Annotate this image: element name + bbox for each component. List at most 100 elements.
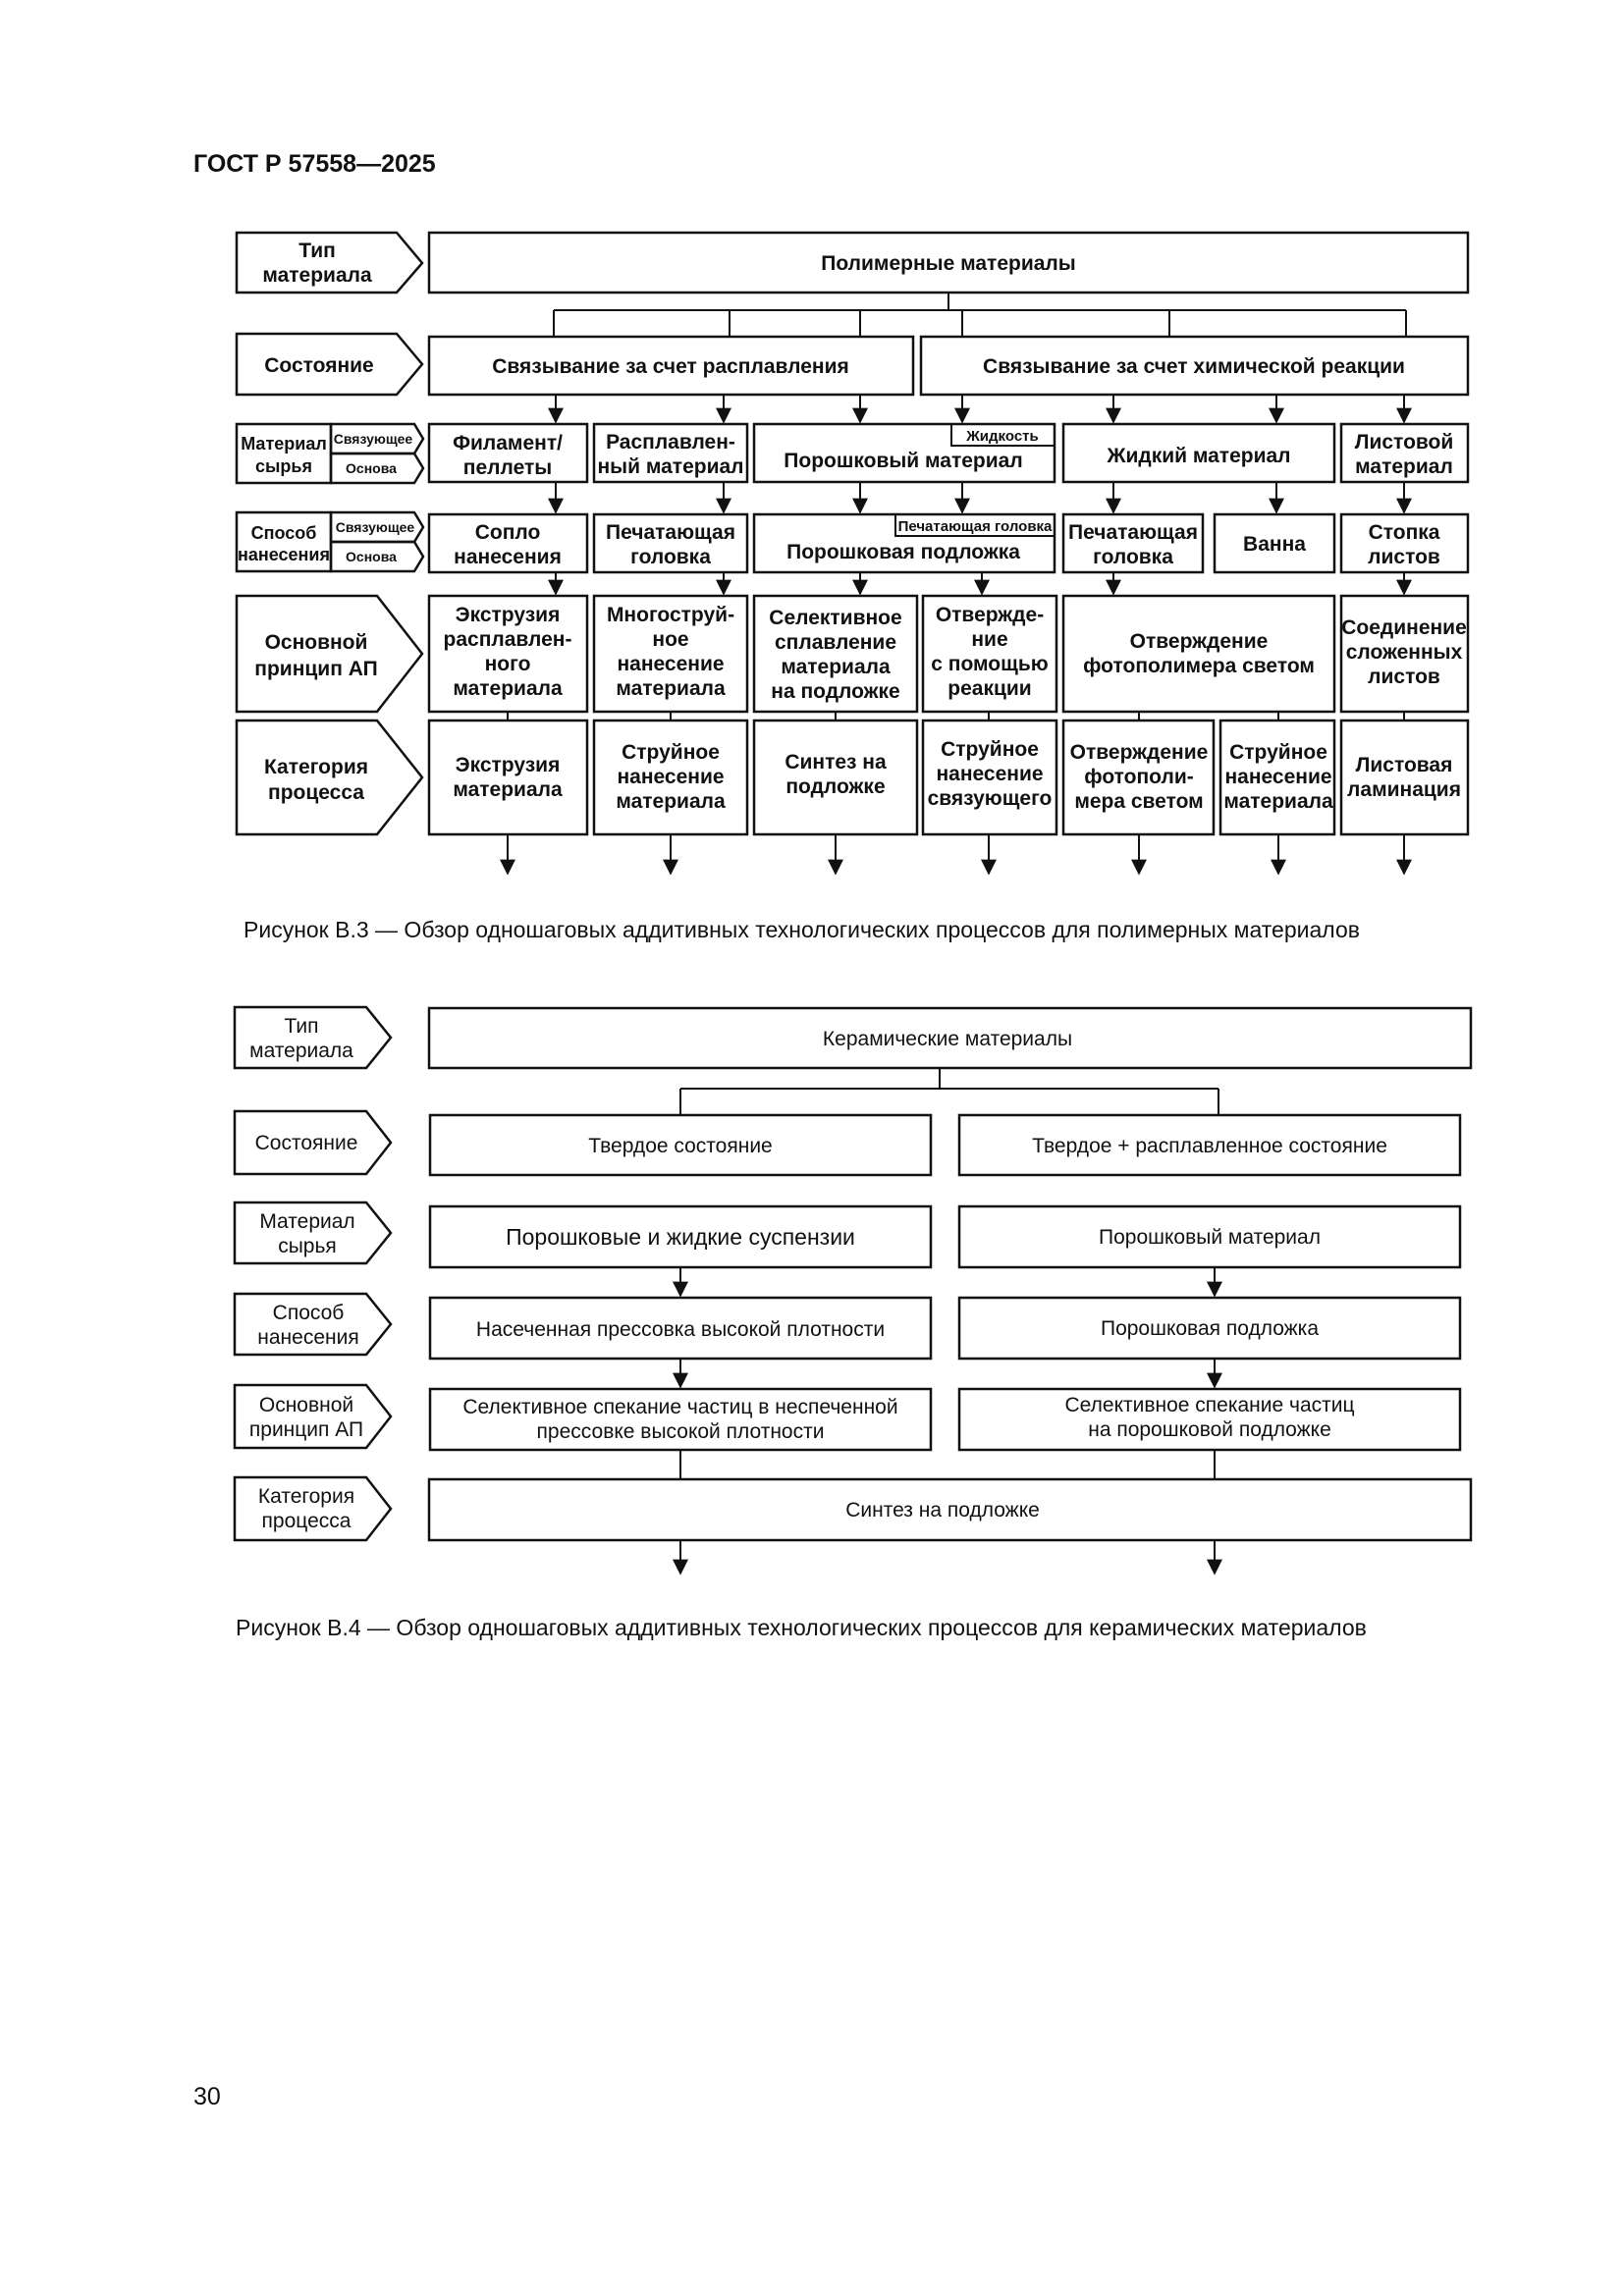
figure-b4-diagram: Тип материала Состояние Материал сырья С… [233,1005,1473,1575]
state-chem-box [919,335,1470,397]
pr-multijet-l3: нанесение [617,653,724,675]
cat-jetting-l3: материала [616,790,726,813]
b4-row-material-l2: сырья [278,1235,337,1257]
cat-extrusion-l2: материала [453,778,563,801]
row-method-l1: Способ [251,523,317,543]
cat-jetting-l1: Струйное [622,741,720,764]
diagram-box [1061,512,1205,574]
state-melt-box [427,335,915,397]
b4-material-left-text: Порошковые и жидкие суспензии [506,1224,855,1250]
b4-row-label-category [233,1475,393,1542]
head-tag: Печатающая головка [898,518,1053,535]
cat-binderjet-l1: Струйное [941,738,1039,761]
meth-stack-l2: листов [1368,546,1440,568]
diagram-group [500,395,1412,876]
pr-selective-l1: Селективное [769,607,901,629]
meth-head2-l2: головка [1093,546,1173,568]
diagram-shape [329,422,425,455]
diagram-box [1061,594,1336,714]
pr-multijet-l2: ное [652,628,688,651]
cat-binderjet-l3: связующего [928,787,1053,810]
b4-type-box [427,1006,1473,1070]
cat-synthesis-l2: подложке [785,775,885,798]
b4-principle-left-l2: прессовке высокой плотности [537,1420,825,1443]
diagram-group [679,1068,1219,1479]
mat-filament-l1: Филамент/ [453,432,563,454]
pr-curing-l3: с помощью [931,653,1048,675]
b4-category-box [427,1477,1473,1542]
cat-vatphoto-l3: мера светом [1074,790,1203,813]
binder-tag: Связующее [334,431,413,447]
pr-photopolymer-l1: Отверждение [1130,630,1269,653]
b4-method-left-text: Насеченная прессовка высокой плотности [476,1318,885,1341]
diagram-group: Тип материала Состояние Материал сырья С… [249,1015,1387,1532]
pr-extrusion-l3: ного [485,653,531,675]
b4-material-right-text: Порошковый материал [1099,1226,1321,1249]
diagram-group [507,712,1405,721]
b4-row-method-l1: Способ [273,1302,345,1324]
row-method-l2: нанесения [238,545,330,564]
b4-principle-right-l1: Селективное спекание частиц [1064,1394,1354,1416]
b4-state-solid-text: Твердое состояние [588,1135,773,1157]
row-label-state [235,332,424,397]
diagram-group: Тип материала Состояние Материал сырья С… [238,240,414,804]
type-text: Полимерные материалы [821,252,1075,275]
b4-method-right-box [957,1296,1462,1361]
diagram-box [1061,422,1336,484]
b4-row-label-method [233,1292,393,1357]
cat-jetting-l2: нанесение [617,766,724,788]
b4-row-type-l1: Тип [284,1015,318,1038]
row-type-l2: материала [262,264,372,287]
pr-multijet-l1: Многоструй- [607,604,734,626]
row-principle-l2: принцип АП [254,658,377,680]
row-state-text: Состояние [264,354,373,377]
row-category-l2: процесса [268,781,364,804]
state-chem-text: Связывание за счет химической реакции [983,355,1405,378]
cat-jetting2-l1: Струйное [1229,741,1327,764]
b4-material-right-box [957,1204,1462,1269]
b4-principle-right-box [957,1387,1462,1452]
pr-curing-l2: ние [971,628,1007,651]
b4-principle-left-l1: Селективное спекание частиц в неспеченно… [462,1396,897,1418]
b4-row-label-type [233,1005,393,1070]
cat-lamination-l2: ламинация [1347,778,1461,801]
b4-category-text: Синтез на подложке [845,1499,1040,1522]
cat-lamination-l1: Листовая [1356,754,1453,776]
base-tag-2: Основа [346,549,397,564]
diagram-box [427,422,589,484]
row-material-l2: сырья [255,456,312,476]
diagram-group [233,1005,1473,1542]
mat-sheet-l2: материал [1355,455,1453,478]
document-header: ГОСТ Р 57558—2025 [193,150,436,178]
cat-synthesis-l1: Синтез на [785,751,887,774]
mat-powder: Порошковый материал [784,450,1022,472]
diagram-shape [329,540,425,573]
meth-head2-l1: Печатающая [1068,521,1198,544]
diagram-group [553,293,1407,337]
b4-row-material-l1: Материал [259,1210,354,1233]
meth-vat: Ванна [1243,533,1306,556]
figure-b3-caption: Рисунок В.3 — Обзор одношаговых аддитивн… [244,917,1360,942]
pr-extrusion-l4: материала [453,677,563,700]
b4-row-category-l1: Категория [258,1485,354,1508]
meth-stack-l1: Стопка [1369,521,1440,544]
diagram-shape [329,452,425,485]
meth-head-l2: головка [630,546,711,568]
state-melt-text: Связывание за счет расплавления [492,355,848,378]
diagram-shape [329,510,425,544]
pr-multijet-l4: материала [616,677,726,700]
pr-curing-l4: реакции [947,677,1031,700]
diagram-group [235,231,425,836]
b4-row-label-material [233,1201,393,1265]
meth-head-l1: Печатающая [606,521,735,544]
diagram-box [752,422,1056,484]
b4-row-label-state [233,1109,393,1176]
diagram-group [673,1267,1222,1575]
b4-method-right-text: Порошковая подложка [1101,1317,1319,1340]
pr-selective-l2: сплавление [775,631,896,654]
pr-selective-l4: на подложке [771,680,899,703]
b4-row-label-principle [233,1383,393,1450]
mat-sheet-l1: Листовой [1355,431,1454,454]
figure-b4-caption: Рисунок В.4 — Обзор одношаговых аддитивн… [236,1615,1367,1640]
page-number: 30 [193,2083,221,2110]
